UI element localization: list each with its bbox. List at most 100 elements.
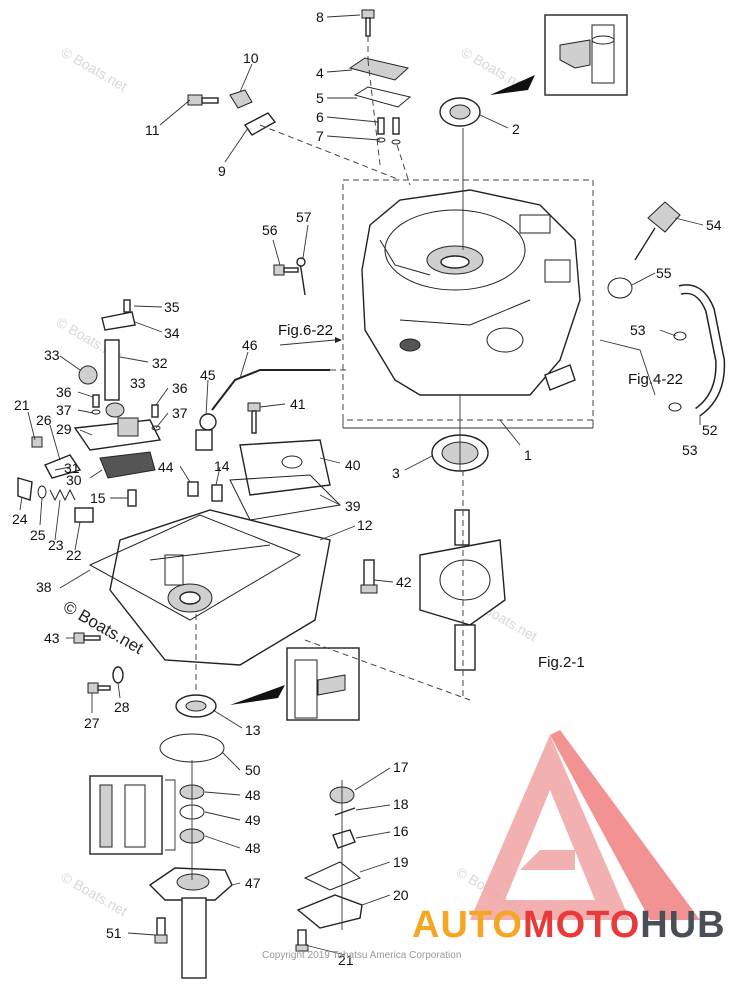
label-14: 14 <box>214 458 230 474</box>
washer-28 <box>112 666 124 684</box>
label-15: 15 <box>90 490 106 506</box>
brand-moto-text: MOTO <box>523 904 640 946</box>
bolts-36-37 <box>91 394 161 431</box>
label-4: 4 <box>316 65 324 81</box>
label-23: 23 <box>48 537 64 553</box>
label-22: 22 <box>66 547 82 563</box>
breather-plate-34 <box>101 311 136 331</box>
label-7: 7 <box>316 128 324 144</box>
label-20: 20 <box>393 887 409 903</box>
label-8: 8 <box>316 9 324 25</box>
label-35: 35 <box>164 299 180 315</box>
label-48-lower: 48 <box>245 840 261 856</box>
label-19: 19 <box>393 854 409 870</box>
label-48-upper: 48 <box>245 787 261 803</box>
washers-7 <box>376 137 401 145</box>
watermark: © Boats.net <box>59 869 131 920</box>
label-17: 17 <box>393 759 409 775</box>
cap-22 <box>74 507 94 523</box>
oil-seal-stack-inset <box>89 775 176 855</box>
label-3: 3 <box>392 465 400 481</box>
label-9: 9 <box>218 163 226 179</box>
label-53-lower: 53 <box>682 442 698 458</box>
oil-seal-2 <box>439 97 481 127</box>
automotohub-wordmark: AUTOMOTOHUB <box>412 904 726 946</box>
label-13: 13 <box>245 722 261 738</box>
label-42: 42 <box>396 574 412 590</box>
bolt-51 <box>154 917 168 944</box>
lower-seal-detail-inset <box>230 647 360 721</box>
pin-18 <box>334 807 356 816</box>
dowel-pins-6 <box>377 117 400 135</box>
label-38: 38 <box>36 579 52 595</box>
clamp-10 <box>229 89 253 109</box>
sensor-45 <box>195 413 217 451</box>
label-36-right: 36 <box>172 380 188 396</box>
label-37-left: 37 <box>56 402 72 418</box>
breather-gasket-30 <box>99 451 156 479</box>
label-28: 28 <box>114 699 130 715</box>
oil-case-12 <box>109 509 331 666</box>
fig-ref-6-22: Fig.6-22 <box>278 322 333 339</box>
brand-hub-text: HUB <box>640 904 725 946</box>
label-1: 1 <box>524 447 532 463</box>
label-56: 56 <box>262 222 278 238</box>
hose-32 <box>104 339 120 401</box>
label-36-left: 36 <box>56 384 72 400</box>
label-21-lower: 21 <box>338 952 354 968</box>
label-5: 5 <box>316 90 324 106</box>
cover-plate-4 <box>348 57 410 81</box>
label-18: 18 <box>393 796 409 812</box>
label-12: 12 <box>357 517 373 533</box>
bolt-56 <box>273 264 299 276</box>
part-labels: 8 4 5 6 7 2 10 11 9 54 56 57 55 35 34 53… <box>12 9 722 968</box>
label-50: 50 <box>245 762 261 778</box>
gasket-19 <box>303 861 361 891</box>
oil-filler-cap-54 <box>634 201 681 261</box>
housing-47 <box>148 867 233 979</box>
connector-14 <box>211 484 223 502</box>
label-37-right: 37 <box>172 405 188 421</box>
assembly-lines <box>191 128 656 930</box>
copyright-text: Copyright 2019 Tohatsu America Corporati… <box>262 950 461 961</box>
o-ring-50 <box>159 733 225 763</box>
bolt-42 <box>360 559 378 594</box>
link-57 <box>296 257 306 296</box>
label-6: 6 <box>316 109 324 125</box>
brand-auto-text: AUTO <box>412 904 523 946</box>
label-30: 30 <box>66 472 82 488</box>
label-26: 26 <box>36 412 52 428</box>
grommet-33b <box>105 402 125 418</box>
grommet-33a <box>78 365 98 385</box>
cover-20 <box>296 894 363 929</box>
o-ring-25 <box>37 485 47 499</box>
gasket-38 <box>88 514 302 621</box>
bolt-21-upper <box>31 436 43 448</box>
label-46: 46 <box>242 337 258 353</box>
label-25: 25 <box>30 527 46 543</box>
label-45: 45 <box>200 367 216 383</box>
crankshaft <box>419 470 506 700</box>
crankcase-group-box <box>342 179 594 421</box>
terminal-44 <box>187 481 199 497</box>
label-32: 32 <box>152 355 168 371</box>
o-ring-55 <box>607 277 633 299</box>
label-57: 57 <box>296 209 312 225</box>
svg-text:AUTOMOTOHUB: AUTOMOTOHUB <box>412 904 726 946</box>
pin-15 <box>127 489 137 507</box>
watermark: © Boats.net <box>59 44 131 95</box>
label-40: 40 <box>345 457 361 473</box>
leader-lines <box>19 14 704 956</box>
label-27: 27 <box>84 715 100 731</box>
bolt-41 <box>247 402 261 434</box>
label-21-upper: 21 <box>14 397 30 413</box>
label-11: 11 <box>145 122 160 138</box>
label-43: 43 <box>44 630 60 646</box>
label-33-upper: 33 <box>44 347 60 363</box>
bolt-43 <box>73 632 101 644</box>
bracket-31 <box>44 454 82 479</box>
plate-40 <box>239 439 331 496</box>
label-53-upper: 53 <box>630 322 646 338</box>
